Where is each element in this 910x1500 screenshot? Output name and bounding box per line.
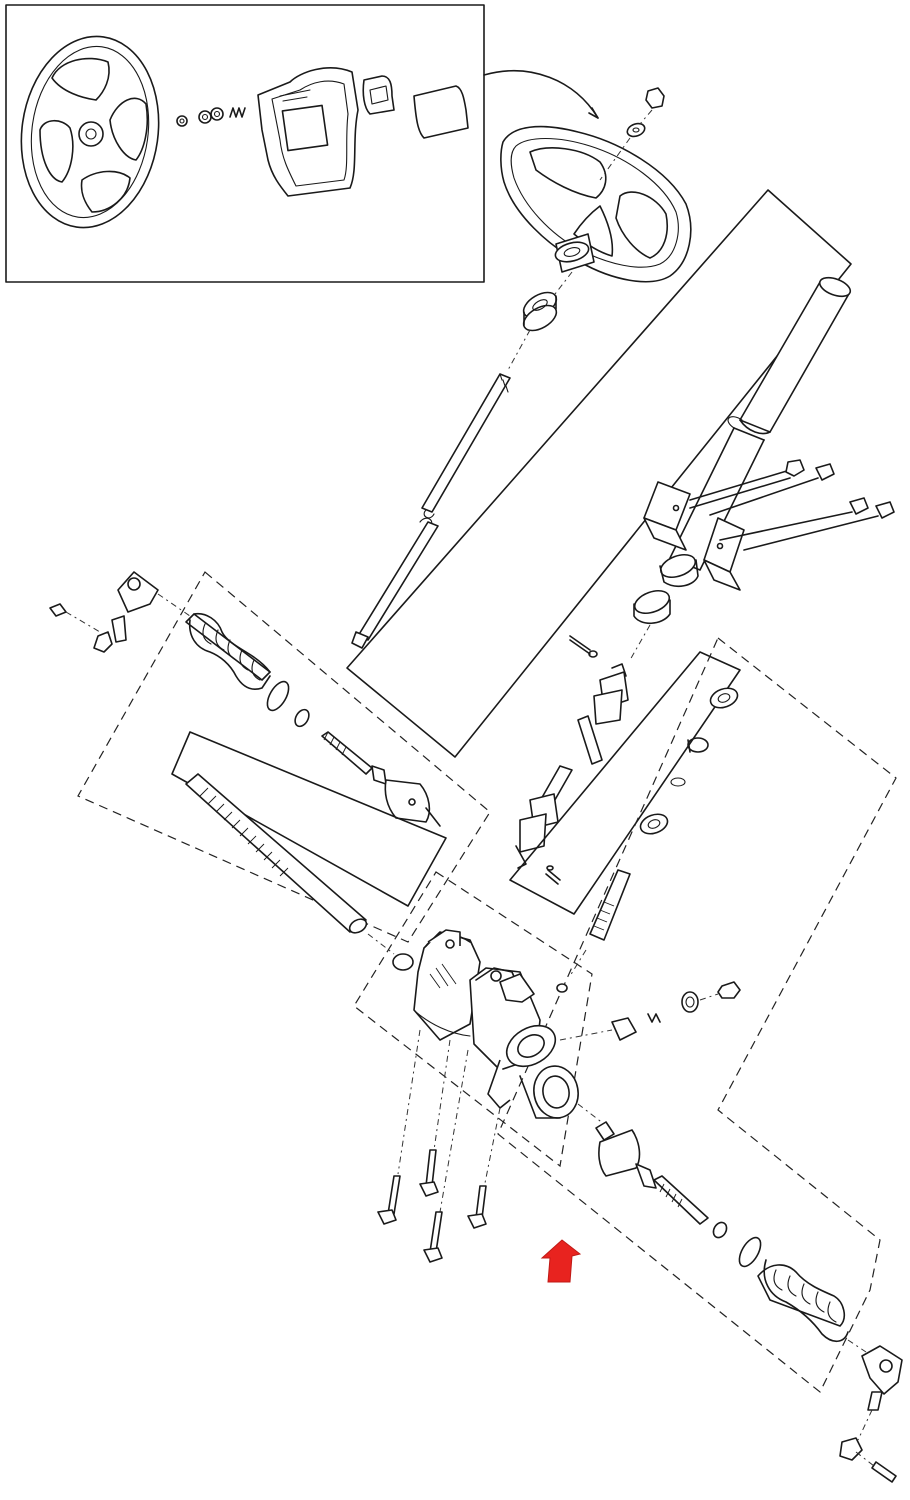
inner-tie-rod-left	[321, 731, 441, 827]
steering-shaft	[351, 373, 511, 649]
rack-adjuster-assembly	[611, 981, 741, 1041]
inset-horn-pad	[257, 67, 359, 197]
column-lower-bushing	[629, 589, 671, 661]
left-tie-rod-dashed-group	[77, 571, 491, 943]
inner-tie-rod-right	[595, 1121, 762, 1268]
steering-wheel	[500, 87, 692, 283]
outer-tie-rod-end-right	[839, 1339, 903, 1483]
bracket-bolts	[689, 459, 895, 551]
rack-bar	[171, 731, 447, 955]
pinion-assembly-outline	[509, 651, 741, 977]
rack-boot-right	[757, 1259, 849, 1343]
housing-mounting-bolts	[377, 1029, 501, 1263]
steering-wheel-detail-inset	[5, 4, 599, 283]
housing-dashed-group	[353, 871, 593, 1168]
inset-clip	[362, 75, 395, 115]
rack-and-pinion-housing	[392, 929, 613, 1125]
inset-nut-washer-spring	[176, 107, 246, 127]
outer-tie-rod-end-left	[49, 571, 191, 653]
column-mounting-bracket	[643, 481, 745, 591]
pinion-gear	[569, 869, 631, 977]
red-up-arrow-icon	[540, 1239, 582, 1283]
inset-steering-wheel	[20, 35, 160, 229]
steering-column-tube	[669, 276, 852, 571]
universal-joint-intermediate-shaft	[515, 635, 629, 885]
right-tie-rod-dashed-group	[497, 637, 897, 1393]
front-direction-arrow	[540, 1239, 582, 1283]
steering-column-outline	[346, 189, 852, 758]
inset-emblem	[413, 85, 469, 139]
column-upper-bushing	[507, 271, 573, 371]
rack-boot-left	[185, 612, 310, 728]
